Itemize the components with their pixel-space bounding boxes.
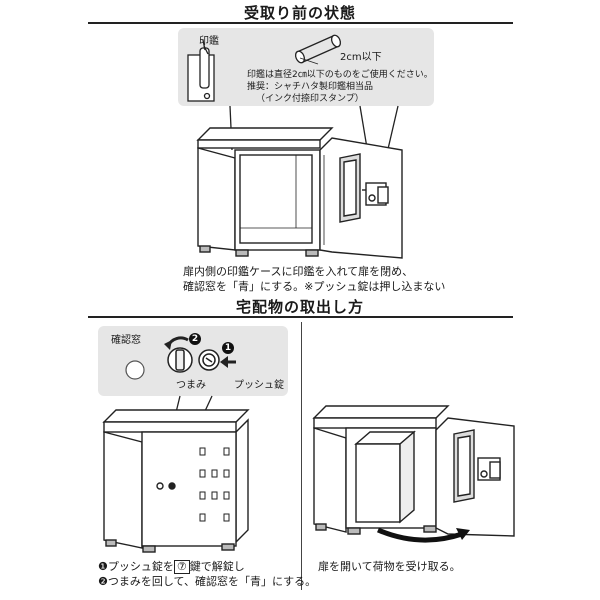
stamp-callout-panel xyxy=(178,28,434,106)
section1-divider xyxy=(88,22,513,24)
push-lock-icon xyxy=(198,349,220,371)
stamp-note-line2: 推奨：シャチハタ製印鑑相当品 xyxy=(247,82,374,92)
push-arrow-icon xyxy=(220,356,236,368)
left-caption-step1-prefix: ❶プッシュ錠を xyxy=(98,560,174,573)
section2-vertical-divider xyxy=(301,322,302,590)
step-marker-1 xyxy=(222,342,234,354)
open-direction-arrow xyxy=(377,527,470,543)
knob-icon xyxy=(167,347,193,373)
cabinet-open-section1 xyxy=(196,127,403,259)
step-marker-1-number: 1 xyxy=(224,343,232,353)
stamp-case-drawing xyxy=(187,39,215,102)
cabinet-open-with-parcel xyxy=(312,405,515,537)
knob-label: つまみ xyxy=(176,380,206,391)
stamp-note-line3: （インク付捺印スタンプ） xyxy=(256,94,364,104)
right-caption: 扉を開いて荷物を受け取る。 xyxy=(318,560,461,573)
confirm-window-label: 確認窓 xyxy=(111,335,141,346)
stamp-note-line1: 印鑑は直径2㎝以下のものをご使用ください。 xyxy=(247,70,433,80)
step-marker-2 xyxy=(189,333,201,345)
section1-caption-line1: 扉内側の印鑑ケースに印鑑を入れて扉を閉め、 xyxy=(183,265,414,278)
key-number-box: ⑦ xyxy=(173,560,190,574)
section2-divider xyxy=(88,316,513,318)
stamp-size-label: 2cm以下 xyxy=(340,52,382,63)
rotate-arrow-icon xyxy=(164,336,189,350)
step-marker-2-number: 2 xyxy=(191,334,199,344)
stamp-label: 印鑑 xyxy=(199,36,219,47)
section1-caption-line2: 確認窓を「青」にする。※プッシュ錠は押し込まない xyxy=(183,280,446,293)
stamp-cylinder-drawing xyxy=(294,34,342,65)
section1-title: 受取り前の状態 xyxy=(243,4,356,22)
push-lock-label: プッシュ錠 xyxy=(234,380,284,391)
cabinet-closed xyxy=(102,409,250,553)
left-caption-step2: ❷つまみを回して、確認窓を「青」にする。 xyxy=(98,575,317,588)
section2-title: 宅配物の取出し方 xyxy=(235,298,364,316)
confirm-window-icon xyxy=(125,360,145,380)
left-caption-step1-suffix: 鍵で解錠し xyxy=(189,560,245,573)
